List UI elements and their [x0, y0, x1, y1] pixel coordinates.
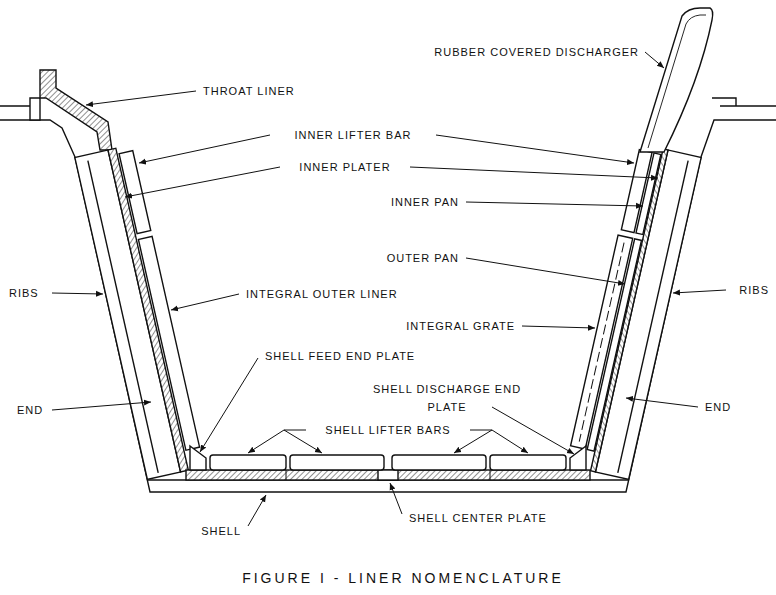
leader-line [466, 202, 643, 206]
leader-line [86, 91, 196, 105]
plate-joints [286, 470, 490, 480]
bracket-line [284, 430, 306, 431]
part-label: END [704, 400, 732, 414]
rubber-covered-discharger [640, 8, 713, 152]
leader-line [466, 258, 625, 284]
leader-line [52, 402, 151, 410]
part-label: SHELL FEED END PLATE [264, 349, 416, 363]
discharge-trunnion [701, 106, 776, 157]
part-label: SHELL DISCHARGE END PLATE [371, 380, 523, 416]
leader-line [454, 430, 492, 453]
leader-line [673, 290, 726, 293]
leader-line [125, 167, 280, 197]
inner-lifter-bar [119, 151, 151, 234]
part-label: SHELL CENTER PLATE [408, 511, 548, 525]
part-label: SHELL [200, 524, 242, 538]
discharge-end-side [566, 143, 701, 479]
feed-flange [30, 98, 40, 120]
shell-center-plate [378, 470, 398, 480]
figure-caption: FIGURE I - LINER NOMENCLATURE [241, 569, 565, 587]
inner-plater [108, 148, 188, 472]
shell-feed-end-plate [190, 446, 206, 470]
leader-line [410, 167, 658, 178]
bracket-line [470, 430, 492, 431]
leader-line [626, 398, 698, 407]
shell-lifter-bar [210, 455, 286, 470]
leader-line [200, 358, 258, 452]
shell-lifter-bar [392, 455, 486, 470]
feed-end-side [75, 145, 204, 480]
leader-line [52, 293, 103, 294]
discharge-flange [712, 98, 736, 106]
leader-line [284, 430, 322, 453]
leader-line [492, 430, 528, 453]
part-label: SHELL LIFTER BARS [324, 423, 451, 437]
part-label: INNER LIFTER BAR [294, 128, 413, 142]
part-label: INTEGRAL GRATE [405, 319, 516, 333]
grate-slots [579, 243, 624, 442]
leader-line [248, 430, 284, 453]
leader-line [139, 135, 270, 163]
leader-line [390, 483, 402, 514]
part-label: INTEGRAL OUTER LINER [245, 287, 399, 301]
integral-outer-liner [138, 236, 199, 450]
leader-line [248, 495, 266, 526]
part-label: INNER PLATER [298, 160, 391, 174]
leader-line [436, 135, 634, 163]
shell-lifter-bar [290, 455, 384, 470]
part-label: RIBS [8, 286, 40, 300]
shell-liner-plates [186, 470, 590, 480]
part-label: OUTER PAN [386, 251, 460, 265]
leader-line [171, 294, 239, 310]
shell-lifter-bar [490, 455, 566, 470]
part-label: THROAT LINER [202, 84, 296, 98]
leader-line [645, 52, 664, 68]
discharger-cover-line [648, 15, 706, 148]
integral-grate [571, 235, 633, 449]
part-label: RIBS [738, 283, 770, 297]
shell-discharge-end-plate [570, 446, 586, 470]
part-label: END [16, 403, 44, 417]
part-label: RUBBER COVERED DISCHARGER [433, 45, 640, 59]
leader-line [522, 326, 595, 328]
leader-line [492, 407, 574, 454]
throat-liner [40, 70, 112, 150]
part-label: INNER PAN [390, 195, 460, 209]
